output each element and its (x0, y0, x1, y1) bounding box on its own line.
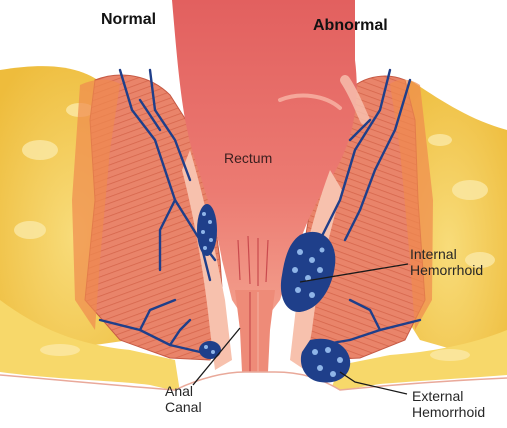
anal-canal-label-line1: Anal (165, 383, 202, 399)
abnormal-heading-text: Abnormal (313, 17, 388, 35)
rectum-label-text: Rectum (224, 150, 272, 166)
external-hemorrhoid-label-line1: External (412, 388, 485, 404)
abnormal-heading: Abnormal (313, 17, 388, 35)
anal-canal-label-line2: Canal (165, 399, 202, 415)
internal-hemorrhoid-label: Internal Hemorrhoid (410, 246, 483, 278)
normal-heading: Normal (101, 11, 156, 29)
internal-hemorrhoid-label-line1: Internal (410, 246, 483, 262)
external-hemorrhoid-label: External Hemorrhoid (412, 388, 485, 420)
internal-hemorrhoid-label-line2: Hemorrhoid (410, 262, 483, 278)
anal-canal-label: Anal Canal (165, 383, 202, 415)
anal-canal (235, 290, 275, 372)
rectum-label: Rectum (224, 150, 272, 166)
normal-heading-text: Normal (101, 11, 156, 29)
external-hemorrhoid-label-line2: Hemorrhoid (412, 404, 485, 420)
